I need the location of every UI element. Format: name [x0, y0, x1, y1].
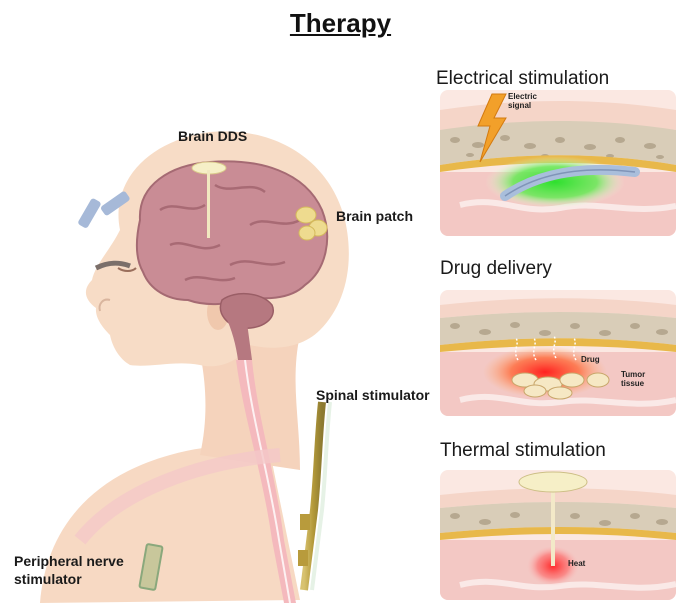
electrical-panel — [440, 90, 676, 236]
heat-label: Heat — [568, 559, 585, 568]
drug-delivery-title: Drug delivery — [440, 258, 552, 280]
electric-signal-label-line2: signal — [508, 101, 531, 110]
spinal-stimulator-label: Spinal stimulator — [316, 387, 430, 403]
electric-signal-label-line1: Electric — [508, 92, 537, 101]
peripheral-label-line2: stimulator — [14, 571, 82, 587]
thermal-stimulation-title: Thermal stimulation — [440, 440, 606, 462]
drug-label: Drug — [581, 355, 600, 364]
thermal-panel — [440, 470, 676, 600]
brain-dds-label: Brain DDS — [178, 128, 247, 144]
head-illustration — [40, 131, 349, 603]
peripheral-label-line1: Peripheral nerve — [14, 553, 124, 569]
tumor-tissue-label-line1: Tumor — [621, 370, 645, 379]
electrical-stimulation-title: Electrical stimulation — [436, 68, 609, 90]
brain-patch-label: Brain patch — [336, 208, 413, 224]
tumor-tissue-label-line2: tissue — [621, 379, 644, 388]
drug-panel — [440, 290, 676, 416]
